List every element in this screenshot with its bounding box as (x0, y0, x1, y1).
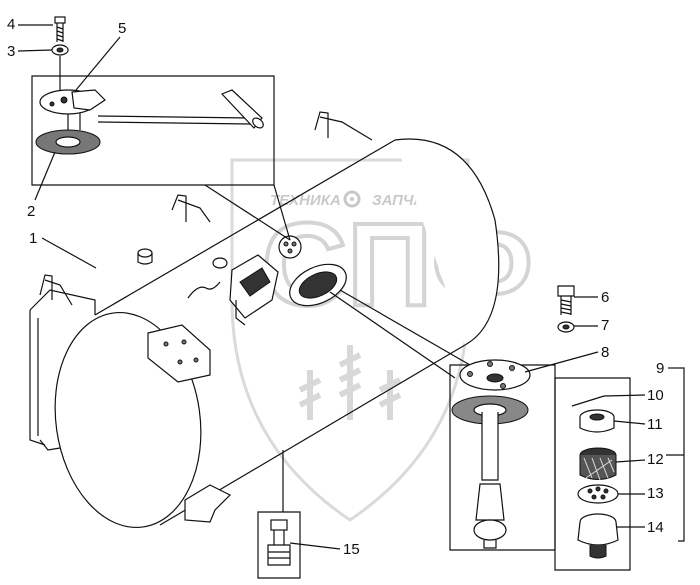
callout-labels: 1 2 3 4 5 6 7 8 9 10 11 12 13 14 15 (7, 16, 678, 558)
fuel-tank-body (29, 111, 500, 529)
ring-part-11 (579, 409, 615, 433)
flange-part-8 (451, 359, 531, 549)
washer-part-3 (51, 44, 69, 56)
callout-11: 11 (647, 416, 663, 433)
callout-9: 9 (656, 360, 664, 377)
callout-7: 7 (601, 317, 609, 334)
watermark-gear-icon (343, 190, 361, 208)
mesh-filter-part-12 (579, 447, 617, 481)
callout-2: 2 (27, 203, 35, 220)
pin-part-10 (571, 395, 605, 407)
bolt-part-6 (557, 285, 575, 315)
callout-14: 14 (647, 519, 664, 536)
callout-13: 13 (647, 485, 664, 502)
callout-5: 5 (118, 20, 126, 37)
callout-10: 10 (647, 387, 664, 404)
washer-part-7 (557, 321, 575, 333)
gasket-part-2 (35, 129, 101, 155)
level-sender-on-tank (187, 254, 279, 326)
filter-housing-part-14 (577, 513, 619, 559)
callout-12: 12 (647, 451, 664, 468)
sender-assembly-inset (31, 16, 291, 241)
watermark-brand-left: ТЕХНИКА (270, 192, 341, 209)
callout-3: 3 (7, 43, 15, 60)
callout-4: 4 (7, 16, 15, 33)
drain-plug-part-15 (267, 519, 291, 566)
sender-head-part-5 (39, 89, 264, 130)
callout-15: 15 (343, 541, 360, 558)
filter-assembly-inset (329, 285, 685, 571)
drain-plug-inset (257, 450, 301, 579)
perforated-disc-part-13 (577, 484, 619, 504)
watermark-wheat-icon (298, 345, 402, 420)
callout-6: 6 (601, 289, 609, 306)
callout-1: 1 (29, 230, 37, 247)
bolt-part-4 (54, 16, 66, 42)
callout-8: 8 (601, 344, 609, 361)
